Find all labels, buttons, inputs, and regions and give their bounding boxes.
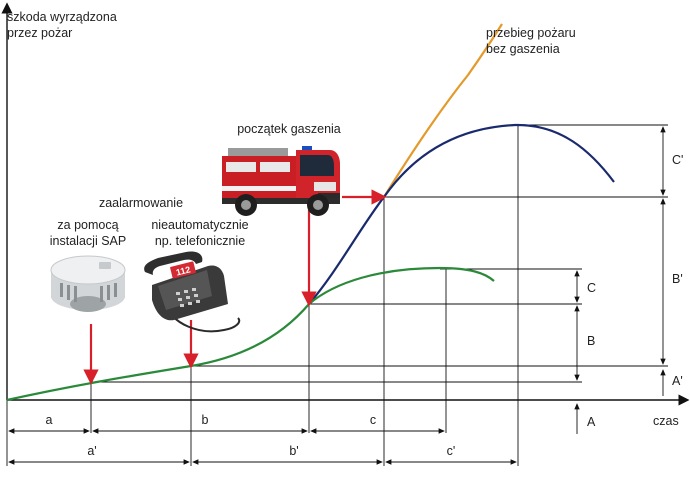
damage-label-a-prime: A' — [672, 374, 683, 388]
y-axis-label-line1: szkoda wyrządzona — [7, 10, 117, 24]
damage-label-b: B — [587, 334, 595, 348]
telephone-icon: 112 — [144, 251, 241, 333]
unextinguished-label-line2: bez gaszenia — [486, 42, 560, 56]
curve-blue-extinguish — [308, 123, 615, 305]
interval-label-c-prime: c' — [447, 444, 456, 458]
curve-green-base — [6, 303, 310, 402]
phone-label-line1: nieautomatycznie — [151, 218, 248, 232]
unextinguished-label-line1: przebieg pożaru — [486, 26, 576, 40]
interval-label-c: c — [370, 413, 376, 427]
smoke-detector-icon — [50, 255, 126, 312]
curve-unextinguished — [383, 23, 503, 198]
x-axis-label: czas — [653, 414, 679, 428]
damage-label-c-prime: C' — [672, 153, 683, 167]
damage-label-a: A — [587, 415, 596, 429]
interval-label-a-prime: a' — [87, 444, 96, 458]
interval-label-b: b — [202, 413, 209, 427]
interval-label-a: a — [46, 413, 53, 427]
alarm-label: zaalarmowanie — [99, 196, 183, 210]
interval-label-b-prime: b' — [289, 444, 298, 458]
firefighting-start-label: początek gaszenia — [237, 122, 341, 136]
damage-label-b-prime: B' — [672, 272, 683, 286]
damage-label-c: C — [587, 281, 596, 295]
fire-truck-icon — [222, 146, 340, 216]
phone-badge-text: 112 — [175, 264, 192, 277]
phone-label-line2: np. telefonicznie — [155, 234, 245, 248]
y-axis-label-line2: przez pożar — [7, 26, 72, 40]
sap-label-line1: za pomocą — [57, 218, 118, 232]
curve-green-extinguish — [308, 266, 495, 305]
sap-label-line2: instalacji SAP — [50, 234, 126, 248]
